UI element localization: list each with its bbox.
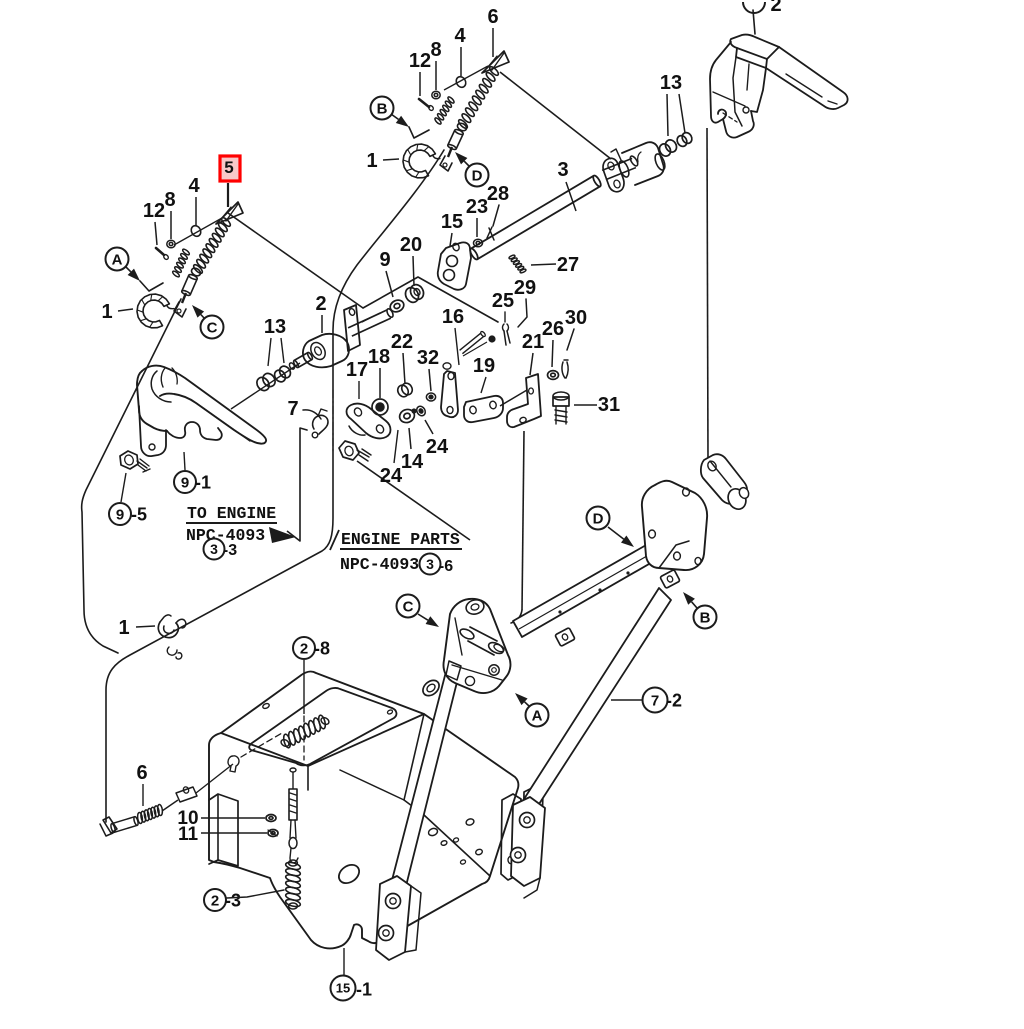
svg-text:3: 3 [557,159,568,181]
svg-text:6: 6 [136,762,147,784]
svg-text:6: 6 [487,6,498,28]
svg-text:12: 12 [143,200,165,222]
svg-text:28: 28 [487,183,509,205]
svg-text:D: D [472,167,483,184]
svg-text:18: 18 [368,346,390,368]
svg-text:7: 7 [287,398,298,420]
svg-text:20: 20 [400,234,422,256]
svg-text:TO ENGINE: TO ENGINE [187,504,276,523]
svg-text:30: 30 [565,307,587,329]
svg-text:19: 19 [473,355,495,377]
svg-text:-2: -2 [666,691,682,711]
svg-text:-1: -1 [195,473,211,493]
svg-text:13: 13 [264,316,286,338]
svg-text:A: A [112,251,123,268]
svg-text:2: 2 [211,892,219,909]
svg-text:11: 11 [178,824,199,845]
svg-text:-3: -3 [225,891,241,911]
svg-text:-8: -8 [314,639,330,659]
svg-text:24: 24 [426,436,449,458]
svg-text:2: 2 [315,293,326,315]
svg-text:32: 32 [417,347,439,369]
svg-text:1: 1 [366,150,377,172]
svg-text:17: 17 [346,359,368,381]
svg-text:9: 9 [181,474,189,491]
svg-text:4: 4 [188,175,200,197]
svg-text:22: 22 [391,331,413,353]
svg-text:-5: -5 [131,505,147,525]
svg-text:15: 15 [441,211,463,233]
svg-text:8: 8 [164,189,175,211]
svg-text:2: 2 [300,640,308,657]
svg-text:2: 2 [770,0,781,16]
svg-text:B: B [377,100,388,117]
svg-text:23: 23 [466,196,488,218]
svg-text:25: 25 [492,290,514,312]
svg-text:B: B [700,609,711,626]
svg-text:8: 8 [430,39,441,61]
svg-text:4: 4 [454,25,466,47]
svg-text:21: 21 [522,331,544,353]
svg-text:10: 10 [177,808,198,829]
svg-text:16: 16 [442,306,464,328]
svg-text:14: 14 [401,451,424,473]
svg-text:ENGINE PARTS: ENGINE PARTS [341,530,460,549]
svg-text:-3: -3 [223,542,237,559]
svg-text:3: 3 [210,541,218,557]
svg-text:29: 29 [514,277,536,299]
svg-text:3: 3 [426,556,434,572]
svg-text:9: 9 [116,506,124,523]
svg-text:C: C [403,598,414,615]
svg-text:15: 15 [336,981,350,996]
svg-text:D: D [593,510,604,527]
svg-text:12: 12 [409,50,431,72]
svg-text:13: 13 [660,72,682,94]
svg-text:7: 7 [651,692,659,709]
svg-text:1: 1 [101,301,112,323]
svg-text:A: A [532,707,543,724]
svg-text:-1: -1 [356,980,372,1000]
svg-text:31: 31 [598,394,620,416]
svg-text:1: 1 [118,617,129,639]
svg-text:NPC-4093: NPC-4093 [340,555,419,574]
svg-text:26: 26 [542,318,564,340]
svg-text:5: 5 [224,158,233,177]
svg-text:9: 9 [379,249,390,271]
svg-text:NPC-4093: NPC-4093 [186,526,265,545]
svg-text:C: C [207,319,218,336]
svg-text:24: 24 [380,465,403,487]
svg-text:-6: -6 [439,558,453,575]
svg-text:27: 27 [557,254,579,276]
